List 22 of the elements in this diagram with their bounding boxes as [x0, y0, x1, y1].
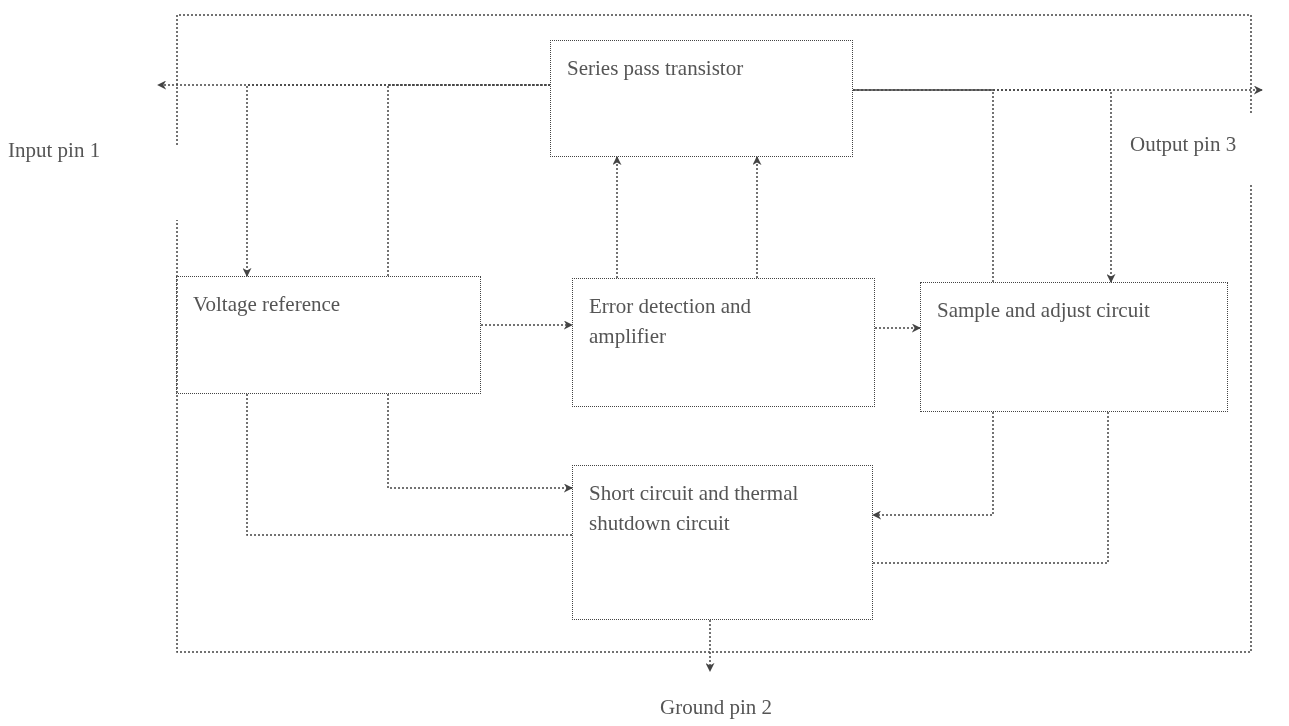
block-box	[572, 278, 875, 407]
arrow	[387, 393, 573, 493]
block-label: Sample and adjust circuit	[937, 297, 1151, 324]
block-box	[550, 40, 853, 157]
block-box	[920, 282, 1228, 412]
arrow	[872, 411, 994, 520]
arrow	[874, 323, 921, 333]
block-label: Voltage reference	[193, 291, 342, 318]
pin-label: Output pin 3	[1130, 132, 1237, 157]
block-label: Error detection and amplifier	[589, 293, 753, 350]
block-box	[572, 465, 873, 620]
arrow	[242, 84, 551, 277]
block-box	[176, 276, 481, 394]
block-label: Short circuit and thermal shutdown circuit	[589, 480, 800, 537]
pin-label: Input pin 1	[8, 138, 101, 163]
pin-label: Ground pin 2	[660, 695, 772, 720]
arrow	[752, 156, 762, 279]
arrow	[480, 320, 573, 330]
arrow	[705, 619, 715, 672]
arrow	[852, 89, 1116, 283]
block-label: Series pass transistor	[567, 55, 745, 82]
arrow	[612, 156, 622, 279]
